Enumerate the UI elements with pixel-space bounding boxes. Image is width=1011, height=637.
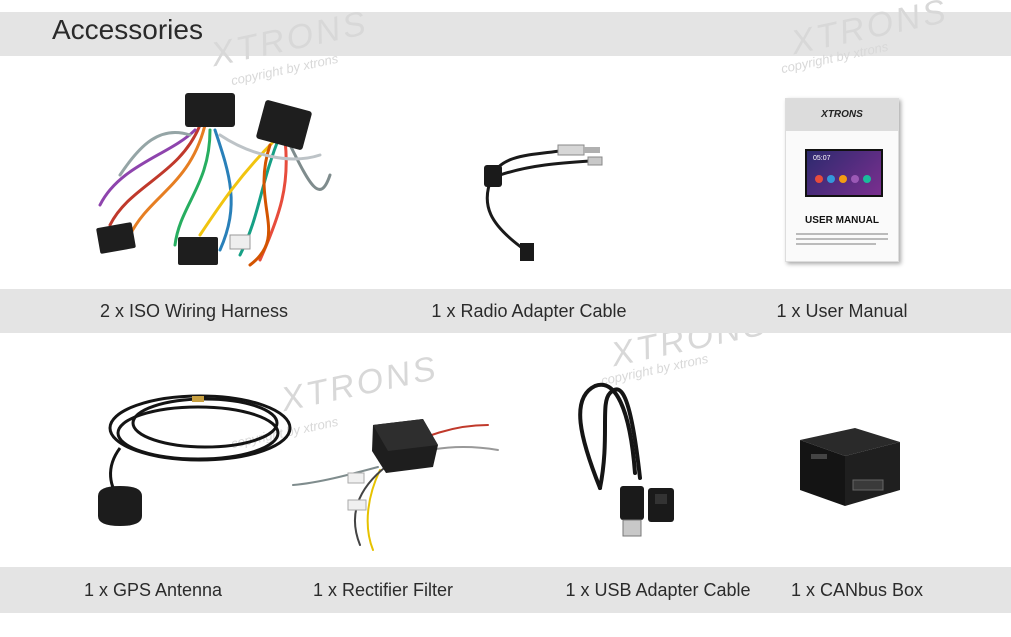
manual-text-line <box>796 238 888 240</box>
caption-user-manual: 1 x User Manual <box>776 301 908 321</box>
app-icon <box>863 175 871 183</box>
title-band: Accessories <box>0 12 1011 56</box>
manual-screen-clock: 05:07 <box>813 155 831 162</box>
canbus-box-image <box>800 428 900 506</box>
manual-header-strip <box>786 99 898 131</box>
row2-caption-band: 1 x GPS Antenna 1 x Rectifier Filter 1 x… <box>0 567 1011 613</box>
manual-text-line <box>796 233 888 235</box>
manual-heading: USER MANUAL <box>805 215 879 226</box>
watermark-copyright: copyright by xtrons <box>229 50 340 89</box>
page-title: Accessories <box>52 14 203 45</box>
manual-brand: XTRONS <box>821 109 863 120</box>
iso-wiring-harness-image <box>96 93 332 267</box>
user-manual-image: XTRONS 05:07 USER MANUAL <box>785 98 899 262</box>
caption-canbus-box: 1 x CANbus Box <box>790 580 924 600</box>
caption-gps-antenna: 1 x GPS Antenna <box>83 580 223 600</box>
row1-caption-band: 2 x ISO Wiring Harness 1 x Radio Adapter… <box>0 289 1011 333</box>
manual-screen: 05:07 <box>805 149 883 197</box>
app-icon <box>815 175 823 183</box>
caption-rectifier-filter: 1 x Rectifier Filter <box>312 580 454 600</box>
caption-usb-adapter-cable: 1 x USB Adapter Cable <box>565 580 751 600</box>
rectifier-filter-image <box>292 419 499 551</box>
caption-radio-adapter-cable: 1 x Radio Adapter Cable <box>431 301 627 321</box>
manual-text-line <box>796 243 876 245</box>
caption-iso-wiring-harness: 2 x ISO Wiring Harness <box>99 301 289 321</box>
radio-adapter-cable-image <box>484 144 603 261</box>
app-icon <box>827 175 835 183</box>
gps-antenna-image <box>98 394 292 526</box>
app-icon <box>851 175 859 183</box>
usb-adapter-cable-image <box>578 382 674 537</box>
app-icon <box>839 175 847 183</box>
